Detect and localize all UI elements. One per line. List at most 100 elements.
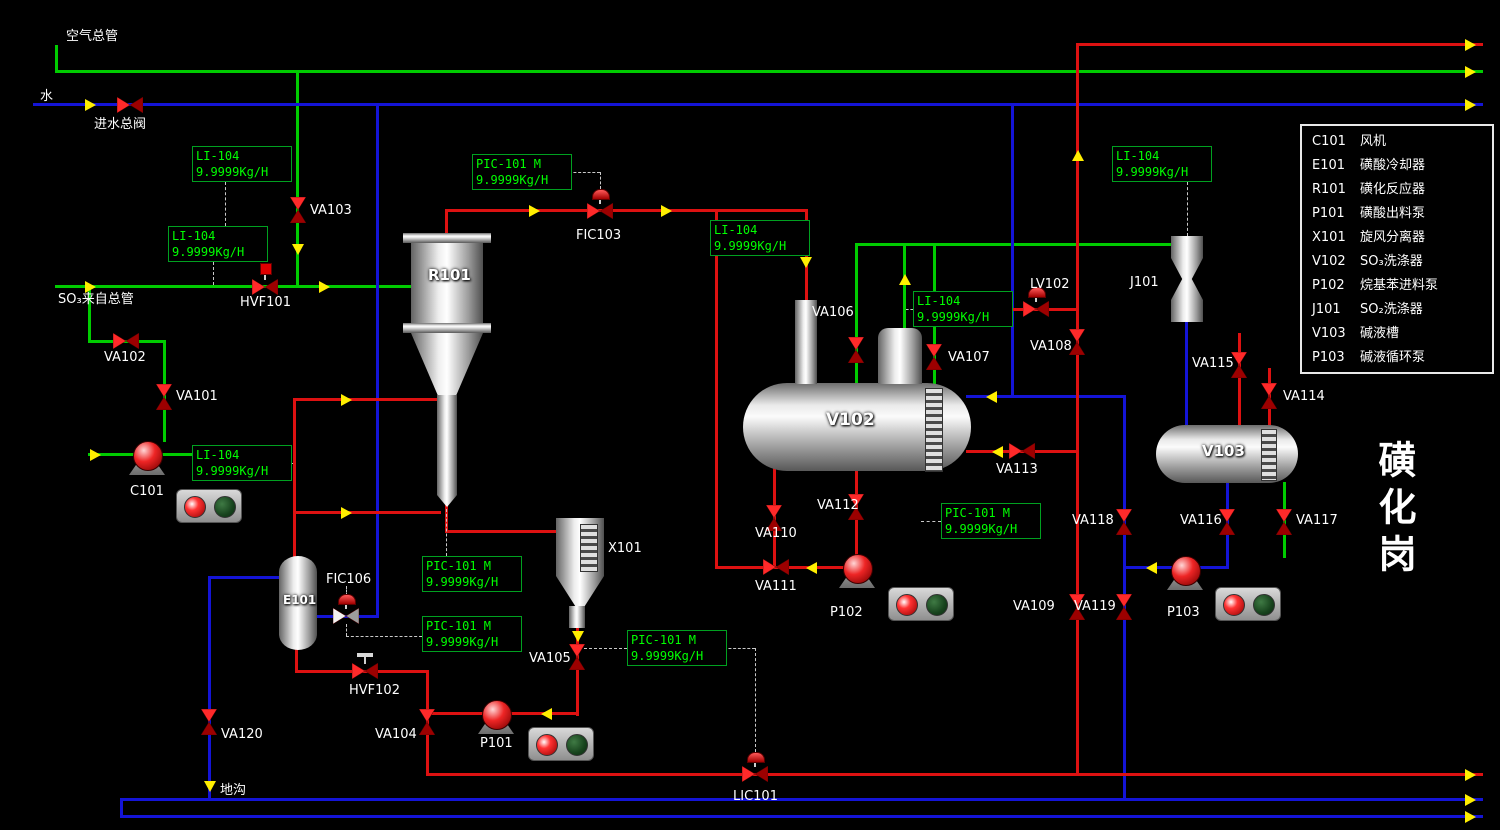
pump-impeller-icon xyxy=(1171,556,1201,586)
valve-va119[interactable] xyxy=(1116,594,1132,620)
stop-lamp xyxy=(566,734,588,756)
pipe-segment xyxy=(855,243,858,385)
pipe-segment xyxy=(295,648,298,672)
valve-lic101[interactable] xyxy=(742,766,768,782)
instrument-link xyxy=(906,309,913,310)
text-label: X101 xyxy=(608,541,642,556)
pipe-segment xyxy=(855,243,1177,246)
instrument-link xyxy=(719,648,755,649)
pipe-segment xyxy=(426,773,1483,776)
valve-va107[interactable] xyxy=(926,344,942,370)
valve-va112[interactable] xyxy=(848,494,864,520)
scrubber-label: V102 xyxy=(826,410,875,430)
legend-name: 旋风分离器 xyxy=(1360,230,1426,245)
pipe-segment xyxy=(1076,43,1079,776)
valve-va120[interactable] xyxy=(201,709,217,735)
instrument-link xyxy=(213,262,214,285)
readout-tag: LI-104 xyxy=(196,149,240,163)
text-label: VA102 xyxy=(104,350,146,365)
pump-c101[interactable] xyxy=(129,441,165,475)
pump-p103[interactable] xyxy=(1167,556,1203,590)
run-lamp xyxy=(896,594,918,616)
pump-p101[interactable] xyxy=(478,700,514,734)
reactor-tube-tip xyxy=(437,495,457,507)
text-label: P102 xyxy=(830,605,863,620)
valve-va109[interactable] xyxy=(1069,594,1085,620)
legend-name: SO₃洗涤器 xyxy=(1360,254,1423,269)
valve-fic103[interactable] xyxy=(587,203,613,219)
readout-value: 9.9999Kg/H xyxy=(426,635,499,649)
pipe-segment xyxy=(576,626,579,716)
status-lamps-p103 xyxy=(1215,587,1281,621)
valve-va111[interactable] xyxy=(763,559,789,575)
reactor-cone xyxy=(411,333,483,395)
instrument-link xyxy=(346,586,347,596)
stop-lamp xyxy=(1253,594,1275,616)
valve-va114[interactable] xyxy=(1261,383,1277,409)
legend-code: V102 xyxy=(1312,254,1346,269)
run-lamp xyxy=(184,496,206,518)
valve-hvf102[interactable] xyxy=(352,663,378,679)
flow-arrow xyxy=(1465,66,1476,78)
valve-va116[interactable] xyxy=(1219,509,1235,535)
valve-va118[interactable] xyxy=(1116,509,1132,535)
cyclone-cone xyxy=(556,576,604,606)
instrument-link xyxy=(225,182,226,226)
valve-va113[interactable] xyxy=(1009,443,1035,459)
valve-va115[interactable] xyxy=(1231,352,1247,378)
legend-name: 磺酸冷却器 xyxy=(1360,158,1426,173)
valve-va108[interactable] xyxy=(1069,329,1085,355)
flow-arrow xyxy=(661,205,672,217)
flow-arrow xyxy=(899,274,911,285)
valve-va102[interactable] xyxy=(113,333,139,349)
readout-tag: LI-104 xyxy=(1116,149,1160,163)
stop-lamp xyxy=(926,594,948,616)
text-label: VA119 xyxy=(1074,599,1116,614)
valve-va117[interactable] xyxy=(1276,509,1292,535)
valve-lv102[interactable] xyxy=(1023,301,1049,317)
valve-va110[interactable] xyxy=(766,505,782,531)
valve-va101[interactable] xyxy=(156,384,172,410)
text-label: HVF101 xyxy=(240,295,291,310)
readout-tag: LI-104 xyxy=(714,223,758,237)
pump-p102[interactable] xyxy=(839,554,875,588)
text-label: LV102 xyxy=(1030,277,1070,292)
text-label: 空气总管 xyxy=(66,29,119,44)
valve-va103[interactable] xyxy=(290,197,306,223)
scrubber-gauge xyxy=(925,388,943,472)
flow-arrow xyxy=(1465,794,1476,806)
valve-actuator-icon xyxy=(592,189,610,200)
reactor-tube xyxy=(437,395,457,495)
valve-va105[interactable] xyxy=(569,644,585,670)
pipe-segment xyxy=(55,45,58,73)
flow-arrow xyxy=(529,205,540,217)
flow-arrow xyxy=(1146,562,1157,574)
valve-va106[interactable] xyxy=(848,337,864,363)
pipe-segment xyxy=(445,209,808,212)
cyclone-outlet xyxy=(569,606,585,628)
legend-name: 碱液槽 xyxy=(1360,326,1400,341)
text-label: VA120 xyxy=(221,727,263,742)
tank-label: V103 xyxy=(1202,442,1245,460)
legend-code: P101 xyxy=(1312,206,1345,221)
valve-hvf101[interactable] xyxy=(252,279,278,295)
valve-handle-icon xyxy=(260,263,272,275)
valve-va104[interactable] xyxy=(419,709,435,735)
text-label: VA116 xyxy=(1180,513,1222,528)
valve-inlet-water[interactable] xyxy=(117,97,143,113)
valve-fic106[interactable] xyxy=(333,608,359,624)
text-label: SO₃来自总管 xyxy=(58,292,134,307)
